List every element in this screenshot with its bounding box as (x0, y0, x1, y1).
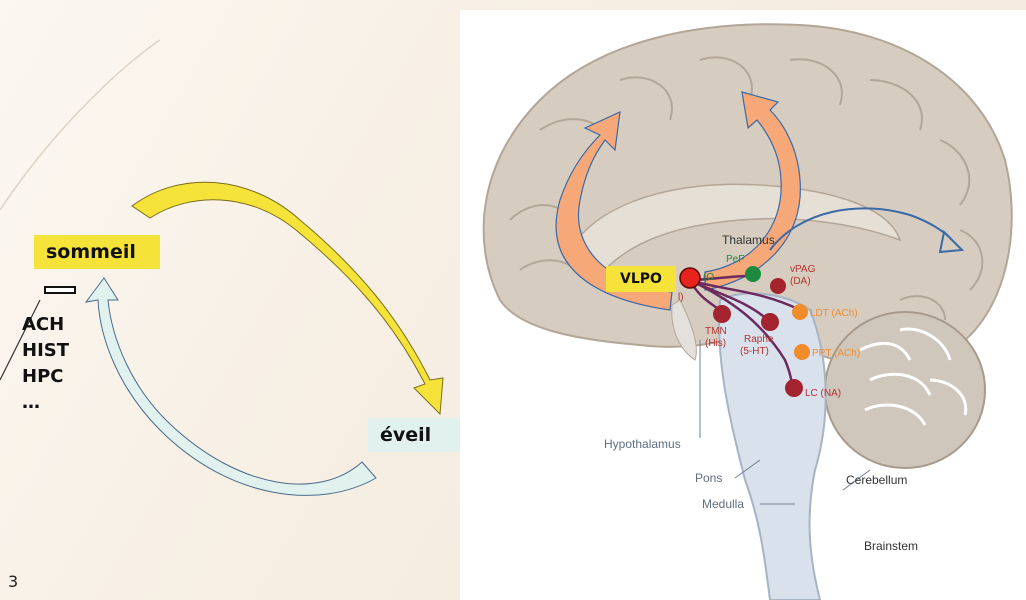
brain-illustration-panel (460, 10, 1026, 600)
wake-to-sleep-arrow (84, 277, 377, 496)
neurotransmitter-list: ACH HIST HPC … (22, 312, 69, 416)
decor-line (0, 39, 161, 211)
decor-line-dark (0, 299, 41, 381)
page-number: 3 (8, 572, 19, 591)
list-item: ACH (22, 314, 65, 335)
inhibition-sign-white (44, 286, 76, 294)
list-item: … (22, 392, 40, 413)
left-panel: sommeil ACH HIST HPC … éveil 3 (0, 0, 491, 600)
vlpo-label: VLPO (606, 266, 676, 292)
flip-flop-arrows (0, 39, 444, 496)
list-item: HPC (22, 366, 64, 387)
sleep-to-wake-arrow (131, 181, 444, 416)
list-item: HIST (22, 340, 70, 361)
sommeil-label: sommeil (34, 235, 160, 269)
